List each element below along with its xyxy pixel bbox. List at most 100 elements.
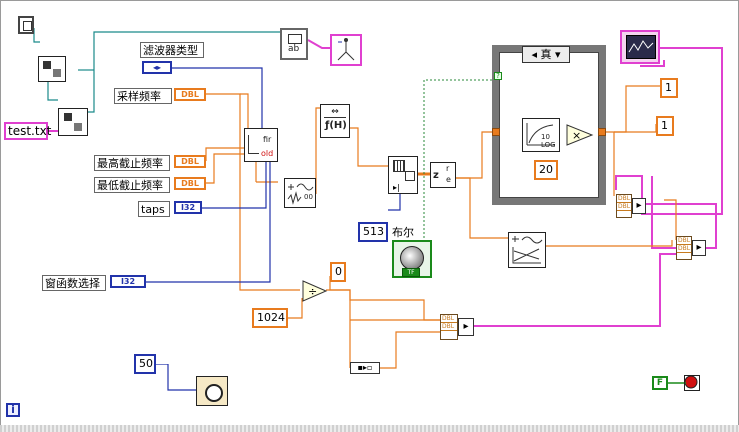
- constant-1a[interactable]: 1: [660, 78, 678, 98]
- constant-1b[interactable]: 1: [656, 116, 674, 136]
- formula-glyph: ƒ(H): [325, 120, 347, 131]
- old-glyph: old: [261, 149, 274, 158]
- wire-cluster-2: [640, 60, 665, 67]
- wire-c1024: [288, 298, 303, 319]
- wire-teal-2: [47, 80, 58, 101]
- taps-label: taps: [138, 201, 170, 217]
- bundle2-row-2: DBL: [677, 245, 691, 253]
- wire-cluster-5: [644, 203, 717, 249]
- array-element-icon[interactable]: ▪▸▫: [350, 362, 380, 374]
- case-selector-dropdown-icon[interactable]: ▾: [555, 48, 561, 61]
- fir-glyph: fir: [263, 135, 272, 144]
- stop-button-led: [684, 375, 698, 389]
- open-file-vi-icon[interactable]: [38, 56, 66, 82]
- log-glyph: LOG: [541, 141, 556, 149]
- wire-low: [206, 153, 244, 184]
- case-selector-terminal[interactable]: ?: [494, 72, 502, 80]
- stop-wire: [668, 382, 686, 384]
- bundle3-row-1: DBL: [441, 315, 457, 323]
- wire-to-spectrum: [456, 177, 508, 239]
- file-path-icon[interactable]: [18, 16, 34, 34]
- e-glyph: e: [446, 175, 451, 184]
- case-output-tunnel: [598, 128, 606, 136]
- wire-div: [326, 289, 440, 321]
- constant-513[interactable]: 513: [358, 222, 388, 242]
- array-subset-vi-icon[interactable]: ▸|: [388, 156, 418, 194]
- bundle2-row-1: DBL: [677, 237, 691, 245]
- case-selector[interactable]: ◂ 真 ▾: [522, 46, 570, 63]
- z-glyph: z: [433, 170, 439, 181]
- bundle2-row-3: [677, 253, 691, 260]
- constant-0[interactable]: 0: [330, 262, 346, 282]
- taps-terminal[interactable]: I32: [174, 201, 202, 214]
- bundle3-row-3: [441, 331, 457, 338]
- wire-cluster-3: [651, 176, 676, 249]
- wire-cluster-1: [615, 47, 723, 215]
- graph-icon: [626, 35, 656, 59]
- bundle-arrow-icon-3: ▸: [458, 318, 474, 336]
- case-selector-prev[interactable]: ◂: [531, 48, 537, 61]
- boolean-label: 布尔: [392, 226, 414, 239]
- wire-spectrum-out: [546, 240, 673, 247]
- bundle-cluster-1[interactable]: DBL DBL: [616, 194, 632, 218]
- wait-wire: [156, 364, 196, 391]
- arrow-icon: ▸|: [393, 183, 400, 192]
- signal-filter-vi-icon[interactable]: 00: [284, 178, 316, 208]
- horizontal-scrollbar[interactable]: [0, 425, 739, 432]
- path-string-constant[interactable]: test.txt: [4, 122, 51, 140]
- wire-c1b: [614, 124, 657, 133]
- log-vi-icon[interactable]: 10 LOG: [522, 118, 560, 152]
- multiply-glyph: ×: [572, 129, 581, 142]
- bundle-arrow-icon-2: ▸: [692, 240, 706, 256]
- window-select-label: 窗函数选择: [42, 275, 106, 291]
- waveform-graph-indicator[interactable]: [620, 30, 660, 64]
- read-file-vi-icon[interactable]: [58, 108, 88, 136]
- false-constant[interactable]: F: [652, 376, 668, 390]
- info-icon[interactable]: i: [6, 403, 20, 417]
- high-cutoff-terminal[interactable]: DBL: [174, 155, 206, 168]
- sample-rate-label: 采样频率: [114, 88, 172, 104]
- ten-glyph: 10: [541, 133, 550, 141]
- constant-1024[interactable]: 1024: [252, 308, 288, 328]
- case-input-tunnel: [492, 128, 500, 136]
- wire-build: [380, 331, 440, 369]
- bundle-cluster-3[interactable]: DBL DBL: [440, 314, 458, 340]
- formula-vi-icon[interactable]: ⇔ ƒ(H): [320, 104, 350, 138]
- zero-glyph: 00: [304, 193, 313, 201]
- clock-icon: [205, 384, 223, 402]
- fir-filter-vi-icon[interactable]: fir old: [244, 128, 278, 162]
- constant-20[interactable]: 20: [534, 160, 558, 180]
- wire-c1a: [614, 85, 660, 133]
- build-array-vi-icon[interactable]: [330, 34, 362, 66]
- wire-cluster-4: [474, 253, 676, 327]
- sample-rate-terminal[interactable]: DBL: [174, 88, 206, 101]
- stop-terminal[interactable]: [684, 375, 700, 391]
- wire-filter-type: [172, 67, 263, 140]
- bundle3-row-2: DBL: [441, 323, 457, 331]
- wire-high: [205, 147, 244, 161]
- wire-taps: [202, 150, 267, 209]
- polar-vi-icon[interactable]: z r e: [430, 162, 456, 188]
- format-string-vi-icon[interactable]: ab: [280, 28, 308, 60]
- wire-string-2: [307, 39, 330, 49]
- bundle-row-1: DBL: [617, 195, 631, 203]
- boolean-terminal[interactable]: TF: [392, 240, 432, 278]
- wire-fs: [206, 93, 300, 291]
- bundle-cluster-2[interactable]: DBL DBL: [676, 236, 692, 260]
- low-cutoff-terminal[interactable]: DBL: [174, 177, 206, 190]
- wire-teal-1: [33, 28, 40, 43]
- multiply-node[interactable]: ×: [566, 124, 594, 146]
- constant-50[interactable]: 50: [134, 354, 156, 374]
- case-selector-value: 真: [540, 48, 552, 61]
- wire-fs-2: [240, 93, 249, 144]
- wire-into-case: [456, 131, 496, 179]
- divide-node[interactable]: ÷: [302, 280, 328, 302]
- bundle-row-3: [617, 211, 631, 218]
- spectrum-vi-icon[interactable]: [508, 232, 546, 268]
- bundle-arrow-icon-1: ▸: [632, 198, 646, 214]
- filter-type-terminal[interactable]: ◂▸: [142, 61, 172, 74]
- r-glyph: r: [446, 164, 450, 173]
- knob-icon: [400, 246, 424, 270]
- window-select-terminal[interactable]: I32: [110, 275, 146, 288]
- wait-ms-vi-icon[interactable]: [196, 376, 228, 406]
